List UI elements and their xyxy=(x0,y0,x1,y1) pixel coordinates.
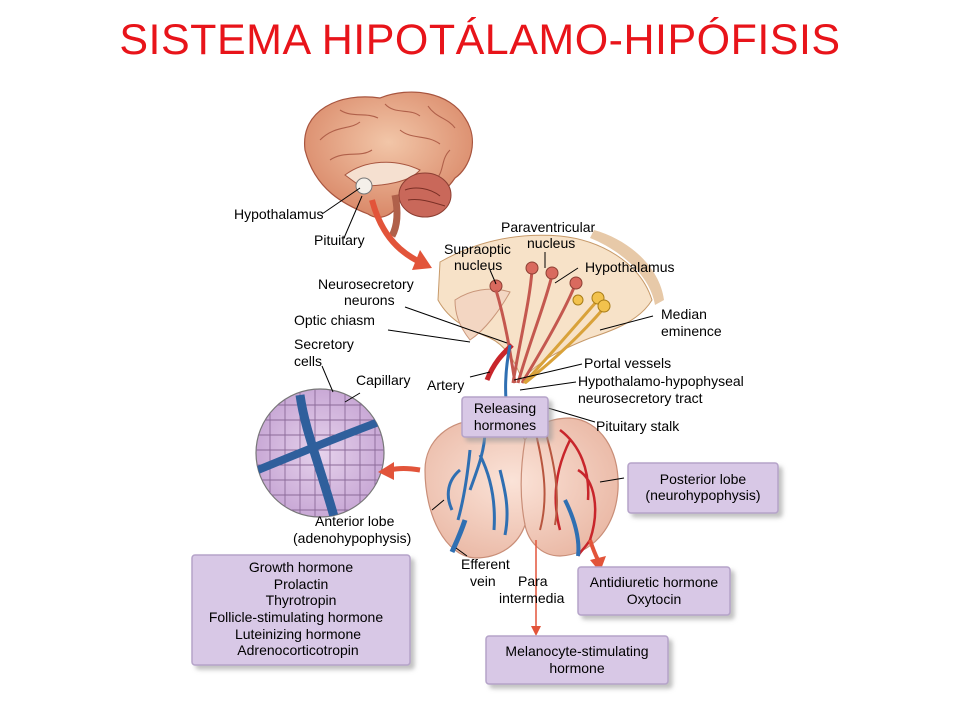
melanocyte-line-2: hormone xyxy=(549,660,604,676)
cells-arrow xyxy=(389,466,421,473)
label-median-2: eminence xyxy=(661,323,722,339)
anterior-hormone-1: Growth hormone xyxy=(249,559,353,575)
cells-arrow-head xyxy=(378,462,394,480)
label-paraventricular-2: nucleus xyxy=(527,235,575,251)
posterior-line-1: Posterior lobe xyxy=(660,471,747,487)
releasing-line-1: Releasing xyxy=(474,400,536,416)
label-secretory-1: Secretory xyxy=(294,336,354,352)
brain-illustration xyxy=(304,91,474,238)
label-supraoptic-1: Supraoptic xyxy=(444,241,511,257)
melanocyte-line-1: Melanocyte-stimulating xyxy=(505,643,648,659)
posterior-lobe-box: Posterior lobe (neurohypophysis) xyxy=(627,462,779,514)
pituitary-gland xyxy=(424,417,619,559)
anterior-hormone-5: Luteinizing hormone xyxy=(235,626,361,642)
zoom-arrow xyxy=(369,199,422,265)
posterior-line-2: (neurohypophysis) xyxy=(645,487,760,503)
diagram-title: SISTEMA HIPOTÁLAMO-HIPÓFISIS xyxy=(119,16,841,64)
label-secretory-2: cells xyxy=(294,353,322,369)
label-leader-lines xyxy=(321,187,654,557)
intermedia-arrow-head xyxy=(531,626,541,636)
label-artery: Artery xyxy=(427,377,464,393)
label-paraventricular-1: Paraventricular xyxy=(501,219,595,235)
label-neurosecretory-1: Neurosecretory xyxy=(318,276,414,292)
label-pituitary: Pituitary xyxy=(314,232,365,248)
label-anterior-lobe-2: (adenohypophysis) xyxy=(293,530,411,546)
anterior-hormone-2: Prolactin xyxy=(274,576,328,592)
label-pituitary-stalk: Pituitary stalk xyxy=(596,418,680,434)
label-efferent-vein-1: Efferent xyxy=(461,556,510,572)
posterior-hormone-1: Antidiuretic hormone xyxy=(590,574,719,590)
label-neurosecretory-2: neurons xyxy=(344,292,395,308)
secretory-cells-magnified xyxy=(255,388,385,518)
label-para-intermedia-1: Para xyxy=(518,573,548,589)
anterior-hormone-4: Follicle-stimulating hormone xyxy=(209,609,384,625)
label-efferent-vein-2: vein xyxy=(470,573,496,589)
anterior-hormones-box: Growth hormone Prolactin Thyrotropin Fol… xyxy=(191,554,411,666)
hypothalamus-illustration xyxy=(437,230,664,381)
portal-vessel xyxy=(504,344,512,401)
label-hypothalamus-brain: Hypothalamus xyxy=(234,206,324,222)
label-para-intermedia-2: intermedia xyxy=(499,590,565,606)
label-optic-chiasm: Optic chiasm xyxy=(294,312,375,328)
posterior-hormone-2: Oxytocin xyxy=(627,591,681,607)
zoom-arrow-head xyxy=(412,250,432,270)
label-tract-1: Hypothalamo-hypophyseal xyxy=(578,373,744,389)
label-anterior-lobe-1: Anterior lobe xyxy=(315,513,395,529)
anterior-hormone-3: Thyrotropin xyxy=(266,592,337,608)
label-tract-2: neurosecretory tract xyxy=(578,390,703,406)
label-median-1: Median xyxy=(661,306,707,322)
releasing-line-2: hormones xyxy=(474,417,536,433)
posterior-hormones-box: Antidiuretic hormone Oxytocin xyxy=(577,566,731,616)
neurosecretory-neurons xyxy=(489,261,611,385)
releasing-hormones-box: Releasing hormones xyxy=(461,396,549,438)
label-capillary: Capillary xyxy=(356,372,410,388)
label-portal-vessels: Portal vessels xyxy=(584,355,671,371)
melanocyte-box: Melanocyte-stimulating hormone xyxy=(485,635,669,685)
anterior-hormone-6: Adrenocorticotropin xyxy=(237,642,358,658)
posterior-arrow-head xyxy=(590,556,606,572)
label-supraoptic-2: nucleus xyxy=(454,257,502,273)
label-hypothalamus: Hypothalamus xyxy=(585,259,675,275)
